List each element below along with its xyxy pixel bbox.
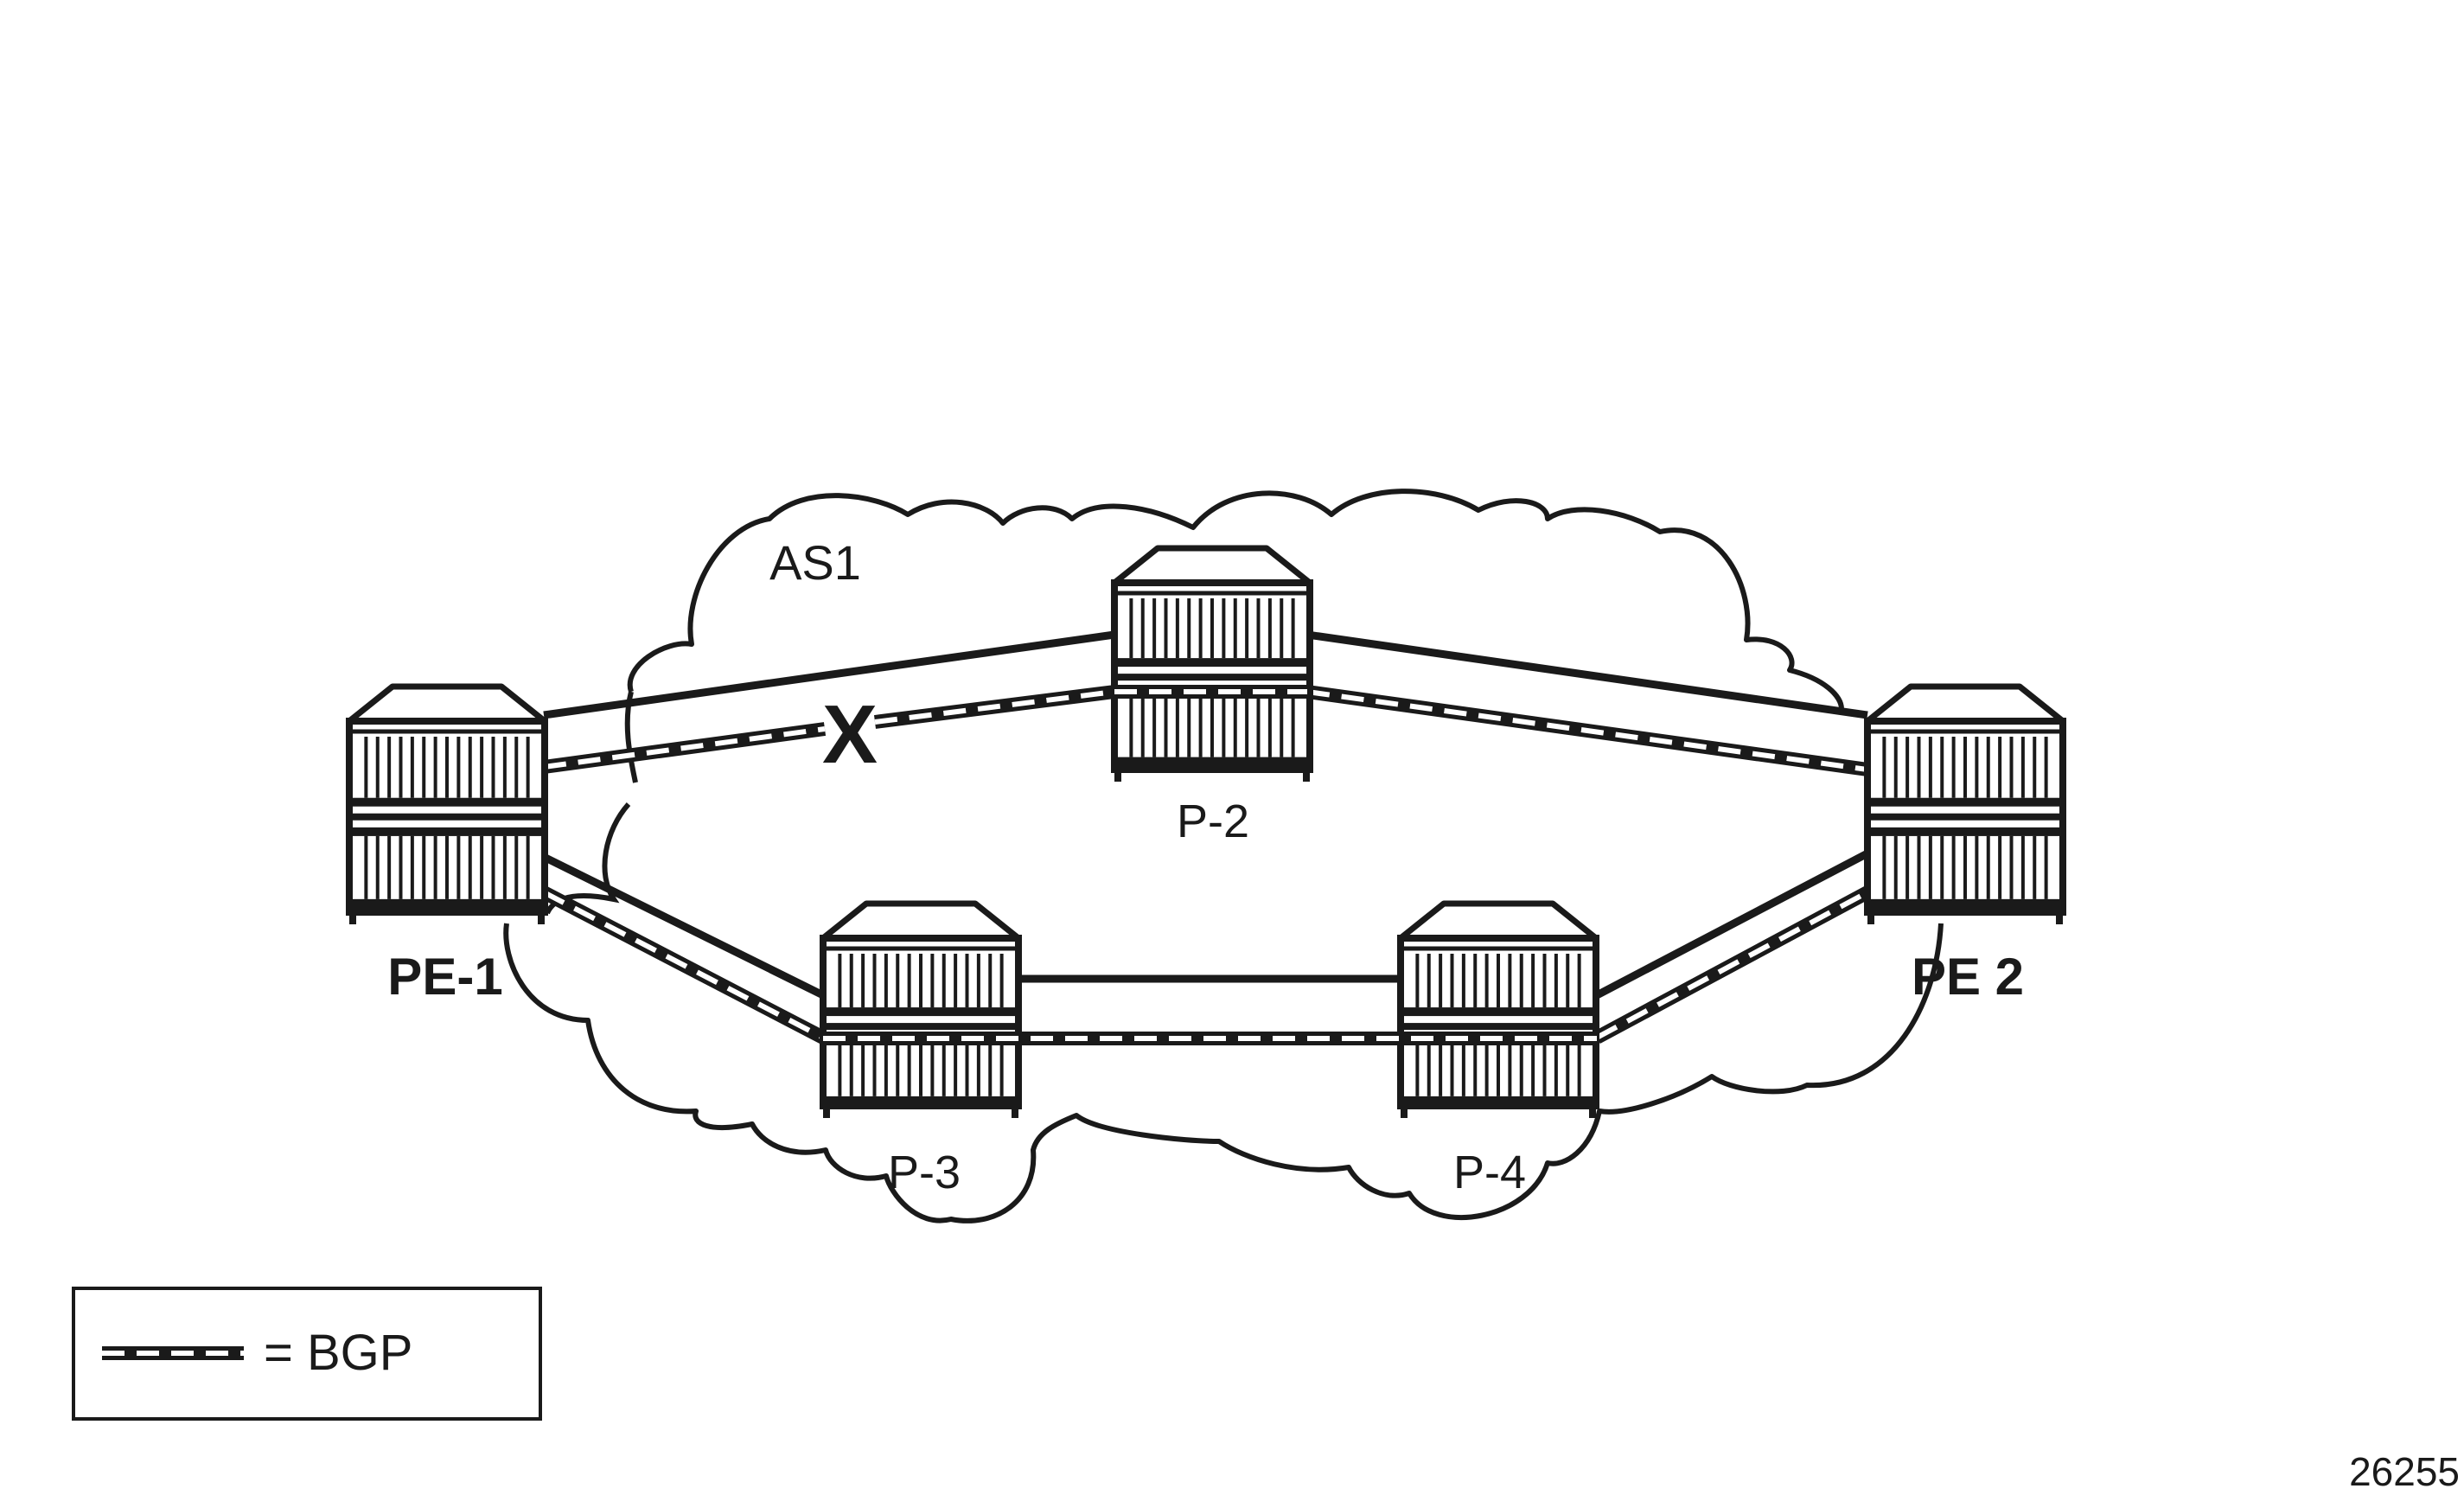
bgp-pe1-p3 (540, 885, 827, 1045)
link-pe1-p3 (542, 853, 825, 1000)
cloud-label: AS1 (769, 535, 861, 590)
router-p3-icon[interactable] (820, 900, 1022, 1118)
router-pe1-icon[interactable] (346, 683, 548, 924)
link-p4-pe2 (1594, 850, 1870, 999)
router-label-p3: P-3 (888, 1147, 961, 1198)
bgp-pe1-p2-right (873, 685, 1116, 729)
router-label-p4: P-4 (1453, 1147, 1526, 1198)
router-label-p2: P-2 (1177, 795, 1249, 847)
failure-x-mark: X (822, 688, 878, 781)
bgp-p4-pe2 (1593, 885, 1871, 1045)
bgp-through-routers (823, 685, 1597, 1045)
legend: = BGP (72, 1287, 542, 1421)
router-p4-icon[interactable] (1397, 900, 1599, 1118)
router-pe2-icon[interactable] (1864, 683, 2066, 924)
routers (346, 545, 2066, 1118)
legend-text: = BGP (264, 1325, 412, 1381)
router-p2-icon[interactable] (1111, 545, 1313, 782)
router-label-pe1: PE-1 (387, 948, 502, 1006)
link-p2-pe2 (1306, 630, 1868, 719)
links (540, 630, 1871, 1045)
bgp-pe1-p2-left (542, 722, 827, 774)
bgp-p2-pe2 (1305, 685, 1869, 776)
link-pe1-p2 (543, 630, 1115, 719)
figure-id: 26255 (2349, 1449, 2460, 1494)
router-labels: PE-1 P-2P-3 P-4 PE 2 (387, 795, 2024, 1198)
router-label-pe2: PE 2 (1912, 948, 2024, 1006)
